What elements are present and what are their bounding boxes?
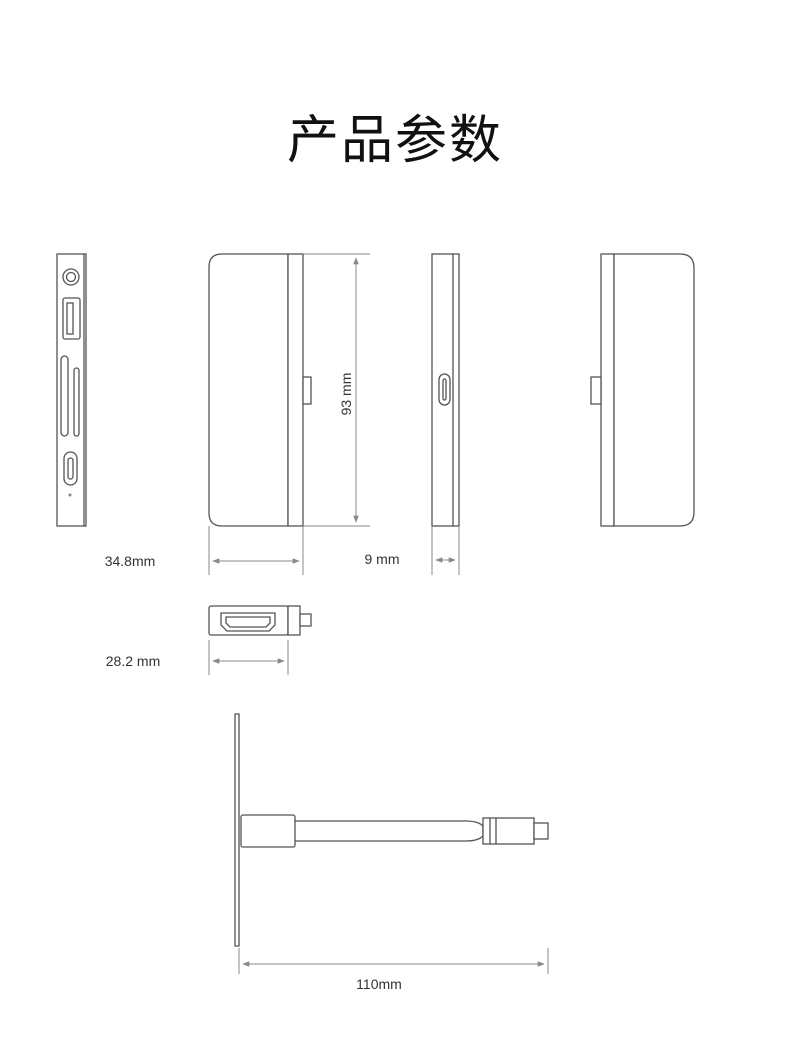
audio-jack-icon [62, 268, 80, 286]
width-dimension-label: 34.8mm [105, 553, 156, 569]
thin-side-view [431, 253, 460, 527]
height-dimension-label: 93 mm [338, 373, 354, 416]
cable-connector [482, 817, 535, 845]
usb-c-port-icon [63, 451, 78, 486]
sd-card-slot-icon [60, 355, 80, 437]
width-dimension [208, 526, 304, 575]
hdmi-port-icon [220, 612, 276, 632]
depth-dimension-label: 28.2 mm [106, 653, 160, 669]
height-dimension [303, 253, 370, 527]
back-view [590, 253, 695, 527]
page-title: 产品参数 [286, 111, 503, 171]
usb-c-plug [533, 822, 549, 840]
cable-housing [240, 814, 296, 848]
usb-a-port-icon [62, 297, 81, 340]
indicator-light-icon [68, 493, 72, 497]
side-view-ports [56, 253, 87, 527]
thickness-dimension [431, 526, 460, 575]
usb-c-port-icon [438, 373, 451, 406]
hub-edge [234, 713, 240, 947]
cable-length-dimension [238, 948, 549, 974]
thickness-dimension-label: 9 mm [365, 551, 400, 567]
cable [295, 820, 484, 842]
depth-dimension [208, 640, 289, 675]
front-view [208, 253, 312, 527]
top-view-hdmi [208, 605, 312, 636]
cable-length-dimension-label: 110mm [356, 976, 402, 992]
cable-view [234, 713, 549, 947]
